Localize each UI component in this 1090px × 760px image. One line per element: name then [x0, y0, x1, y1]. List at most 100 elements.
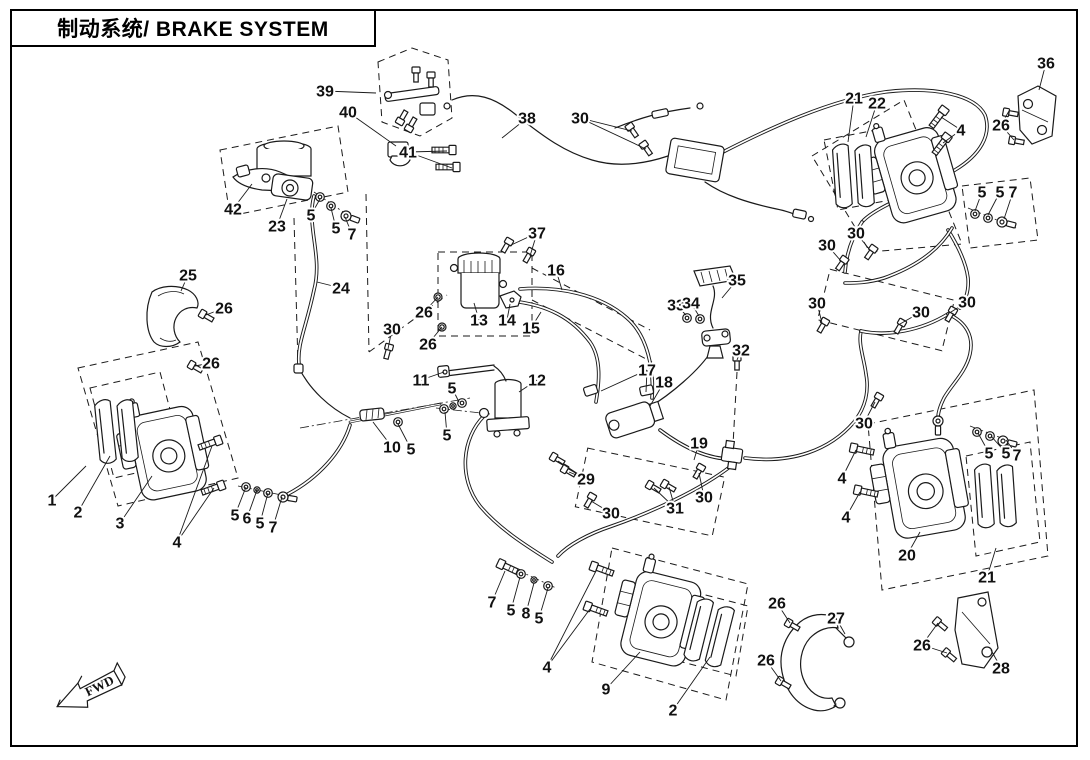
part-callout-4: 4 [543, 660, 552, 677]
part-callout-9: 9 [602, 682, 611, 699]
leader-line [428, 327, 442, 344]
leader-line [1004, 192, 1013, 219]
leader-line [492, 571, 505, 602]
bracket-28 [955, 592, 998, 668]
leader-line [511, 577, 520, 610]
hose-24 [299, 196, 317, 364]
bolt-37 [498, 236, 515, 255]
front-master-cylinder [233, 141, 313, 201]
part-callout-23: 23 [268, 219, 286, 236]
leader-line [922, 623, 938, 645]
part-callout-37: 37 [528, 226, 546, 243]
leader-line [556, 270, 562, 290]
leader-line [699, 473, 704, 497]
hose-topright-caliper [948, 230, 968, 308]
leader-line [900, 312, 921, 324]
part-callout-1: 1 [48, 493, 57, 510]
leader-line [978, 433, 989, 453]
leader-line [547, 571, 596, 667]
leader-line [325, 91, 376, 93]
leader-line [509, 233, 537, 246]
part-callout-30: 30 [383, 322, 401, 339]
leader-line [1001, 125, 1014, 140]
leader-line [654, 488, 675, 508]
parking-lever [385, 66, 451, 134]
part-callout-34: 34 [682, 296, 700, 313]
assembly-box-bottom-caliper [592, 548, 748, 700]
part-callout-10: 10 [383, 440, 401, 457]
leader-line [848, 98, 854, 142]
part-callout-26: 26 [415, 305, 433, 322]
banjo-bolt-7 [995, 215, 1018, 232]
leader-line [646, 370, 647, 392]
part-callout-28: 28 [992, 661, 1010, 678]
rear-reservoir [451, 253, 522, 308]
leader-line [766, 660, 781, 681]
hose-right-cross [861, 314, 948, 333]
leader-line [827, 245, 841, 261]
leader-line [846, 492, 860, 517]
washer-5 [439, 404, 449, 414]
bolt-30 [862, 243, 879, 262]
leader-line [474, 303, 479, 320]
washer-5 [972, 427, 982, 437]
hose-mid-down [465, 416, 552, 562]
leader-line [260, 493, 268, 523]
leader-line [398, 424, 411, 449]
hose-to-bottom-caliper [558, 466, 731, 556]
leader-line [277, 199, 287, 226]
leader-line [424, 297, 438, 312]
part-callout-30: 30 [695, 490, 713, 507]
part-callout-5: 5 [256, 516, 265, 533]
washer-33 [682, 313, 692, 323]
leader-line [987, 548, 996, 577]
part-callout-36: 36 [1037, 56, 1055, 73]
leader-line [601, 370, 647, 391]
leader-line [317, 282, 341, 288]
leader-line [737, 350, 741, 360]
leader-line [558, 461, 586, 479]
hose-rear-link [845, 228, 952, 283]
part-callout-15: 15 [522, 321, 540, 338]
leader-line [373, 422, 392, 447]
part-callout-5: 5 [332, 221, 341, 238]
bolt-26 [197, 308, 216, 325]
leader-line [673, 657, 710, 710]
banjo-fitting [932, 415, 944, 436]
part-callout-39: 39 [316, 84, 334, 101]
part-callout-4: 4 [957, 123, 966, 140]
assembly-box-right-pads [966, 442, 1040, 556]
leader-line [650, 382, 664, 406]
assembly-box-front-master [220, 126, 348, 216]
part-callout-3: 3 [116, 516, 125, 533]
part-callout-26: 26 [768, 596, 786, 613]
washer-5 [985, 431, 995, 441]
leader-line [181, 275, 188, 291]
leader-line [345, 217, 352, 234]
leader-line [530, 233, 537, 256]
part-callout-30: 30 [958, 295, 976, 312]
part-callout-8: 8 [522, 606, 531, 623]
leader-line [694, 443, 699, 460]
part-callout-5: 5 [1002, 446, 1011, 463]
leader-line [842, 450, 856, 478]
bolt-31 [644, 479, 663, 496]
bolt-4 [927, 104, 951, 131]
leader-line [1039, 63, 1046, 90]
leader-line [195, 363, 211, 366]
part-callout-4: 4 [842, 510, 851, 527]
leader-line [445, 412, 447, 435]
part-callout-7: 7 [488, 595, 497, 612]
leader-line [991, 650, 1001, 668]
part-callout-38: 38 [518, 111, 536, 128]
washer-5 [393, 417, 403, 427]
part-callout-30: 30 [602, 506, 620, 523]
bolt-4 [588, 560, 616, 579]
leader-line [519, 380, 537, 392]
part-callout-5: 5 [307, 208, 316, 225]
part-callout-16: 16 [547, 263, 565, 280]
bolt-26 [1007, 135, 1026, 147]
cable-38-a [452, 96, 668, 165]
hose-19-b [745, 331, 867, 459]
